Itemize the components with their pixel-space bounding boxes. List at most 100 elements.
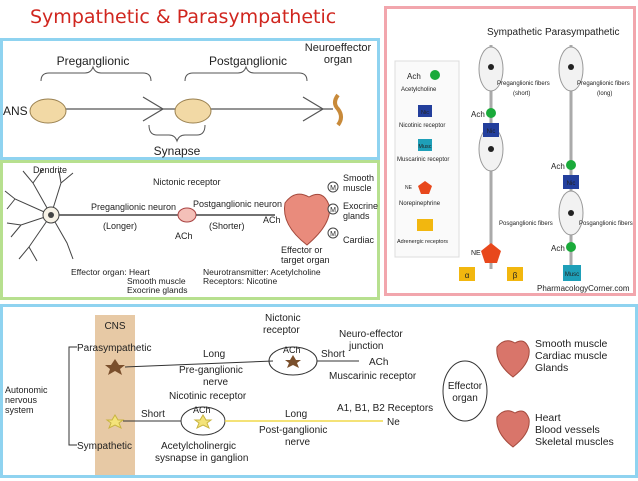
legend-norepinephrine: Norepinephrine [399, 201, 441, 207]
receptor-label: receptor [263, 325, 300, 336]
cardiac-muscle-label: Cardiac muscle [535, 350, 608, 362]
muscle-label: muscle [343, 183, 372, 193]
ans-pathway-panel: Preganglionic Postganglionic Neuroeffect… [0, 38, 380, 160]
acetylcholinergic-label: Acetylcholinergic [161, 441, 236, 452]
ach-arrow-label: ACh [369, 357, 388, 368]
m-label-3: M [330, 231, 336, 238]
symp-ganglion-star [193, 414, 213, 430]
autonomic-label: Autonomic [5, 385, 48, 395]
ans-label: ANS [3, 104, 28, 118]
post-ganglionic-label: Post-ganglionic [259, 425, 327, 436]
ganglion-cell [177, 207, 197, 223]
legend-adrenergic: Adrenergic receptors [397, 239, 448, 245]
shorter-label: (Shorter) [209, 221, 245, 231]
symp-nic-label: Nic [487, 129, 496, 135]
short-label: (short) [513, 91, 530, 97]
cell-body-2 [174, 98, 212, 124]
page-title: Sympathetic & Parasympathetic [30, 6, 337, 28]
short1-label: Short [321, 349, 345, 360]
preganglionic-brace [40, 65, 152, 82]
ne-label: Ne [387, 417, 400, 428]
preganglionic-neuron-label: Preganglionic neuron [91, 202, 176, 212]
autonomic-bracket [68, 346, 77, 446]
nerve1-label: nerve [203, 377, 228, 388]
neuron-panel: M M M Dendrite Nictonic receptor Pregang… [0, 160, 380, 300]
organ-label: organ [452, 393, 478, 404]
adrenergic-legend-icon [417, 219, 433, 231]
receptor-comparison-svg: Ach Acetylcholine Nic Nicotinic receptor… [394, 27, 633, 293]
exocrine-label: Exocrine [343, 201, 378, 211]
legend-muscarinic: Muscarinic receptor [397, 157, 449, 163]
autonomic-svg: CNS Autonomic nervous system Parasympath… [5, 313, 614, 475]
para-pre-nerve [124, 360, 274, 368]
para-nic [563, 175, 579, 189]
blood-vessels-label: Blood vessels [535, 424, 600, 436]
receptors-label: A1, B1, B2 Receptors [337, 403, 433, 414]
para-ach [566, 160, 576, 170]
neuro-effector-label: Neuro-effector [339, 329, 403, 340]
beta-label: β [513, 271, 518, 280]
glands-label: Glands [535, 362, 568, 374]
dendrite-label: Dendrite [33, 165, 67, 175]
alpha-receptor [459, 267, 475, 281]
para-ach-label-2: Ach [551, 244, 565, 253]
long1-label: Long [203, 349, 225, 360]
nucleus [48, 212, 54, 218]
effector-smooth-muscle: Smooth muscle [127, 276, 186, 286]
para-neuron-star [105, 359, 125, 375]
ach1-label: ACh [283, 345, 301, 355]
heart-icon-1 [496, 340, 530, 378]
post-fibers-label-2: Posganglionic fibers [579, 221, 633, 227]
para-ach-2 [566, 242, 576, 252]
organ-label: organ [324, 54, 352, 66]
symp-ach-label: Ach [471, 110, 485, 119]
short2-label: Short [141, 409, 165, 420]
m-label-1: M [330, 185, 336, 192]
effector-organ-circle [442, 360, 488, 422]
pre-ganglionic-label: Pre-ganglionic [179, 365, 243, 376]
heart-label: Heart [535, 412, 561, 424]
post-fibers-label-1: Posganglionic fibers [499, 221, 553, 227]
effector-organ-heart: Effector organ: Heart [71, 267, 150, 277]
pre-fibers-label-2: Preganglionic fibers [577, 81, 630, 87]
axon-terminal-2 [302, 96, 325, 122]
pre-fibers-label-1: Preganglionic fibers [497, 81, 550, 87]
nervous-label: nervous [5, 395, 38, 405]
receptor-comparison-panel: Ach Acetylcholine Nic Nicotinic receptor… [384, 6, 636, 296]
cell-body-1 [29, 98, 67, 124]
para-ach-label: Ach [551, 162, 565, 171]
ne-legend-icon [418, 181, 432, 194]
ach2-label: ACh [193, 405, 211, 415]
beta-receptor [507, 267, 523, 281]
system-label: system [5, 405, 34, 415]
para-ganglion-star [285, 355, 301, 368]
legend-musc: Musc [418, 144, 431, 150]
postganglionic-brace [184, 65, 308, 82]
symp-ne [481, 243, 501, 263]
effector-organ-shape [333, 93, 343, 127]
nictonic-label: Nictonic [265, 313, 301, 324]
smooth-muscle-label: Smooth muscle [535, 338, 608, 350]
longer-label: (Longer) [103, 221, 137, 231]
effector-exocrine-glands: Exocrine glands [127, 285, 187, 295]
synapse-brace [148, 124, 206, 143]
neuroeffector-label: Neuroeffector [305, 42, 372, 54]
cardiac-label: Cardiac [343, 235, 375, 245]
para-musc-label: Musc [565, 272, 579, 278]
legend-acetylcholine: Acetylcholine [401, 87, 437, 93]
parasympathetic-label: Parasympathetic [77, 343, 151, 354]
ach-label-2: ACh [263, 215, 281, 225]
symp-ne-label: NE [471, 250, 481, 257]
ans-pathway-svg: Preganglionic Postganglionic Neuroeffect… [3, 42, 372, 158]
receptors-label: Receptors: Nicotine [203, 276, 277, 286]
legend-nic: Nic [421, 110, 429, 116]
target-organ-label: target organ [281, 255, 330, 265]
effector-label: Effector [448, 381, 483, 392]
neuron-svg: M M M Dendrite Nictonic receptor Pregang… [4, 165, 378, 295]
sympathetic-heading: Sympathetic [487, 27, 542, 38]
smooth-label: Smooth [343, 173, 374, 183]
m-label-2: M [330, 207, 336, 214]
nic-legend-icon [418, 105, 432, 117]
alpha-label: α [465, 271, 470, 280]
synapse-label: Synapse [154, 144, 201, 158]
